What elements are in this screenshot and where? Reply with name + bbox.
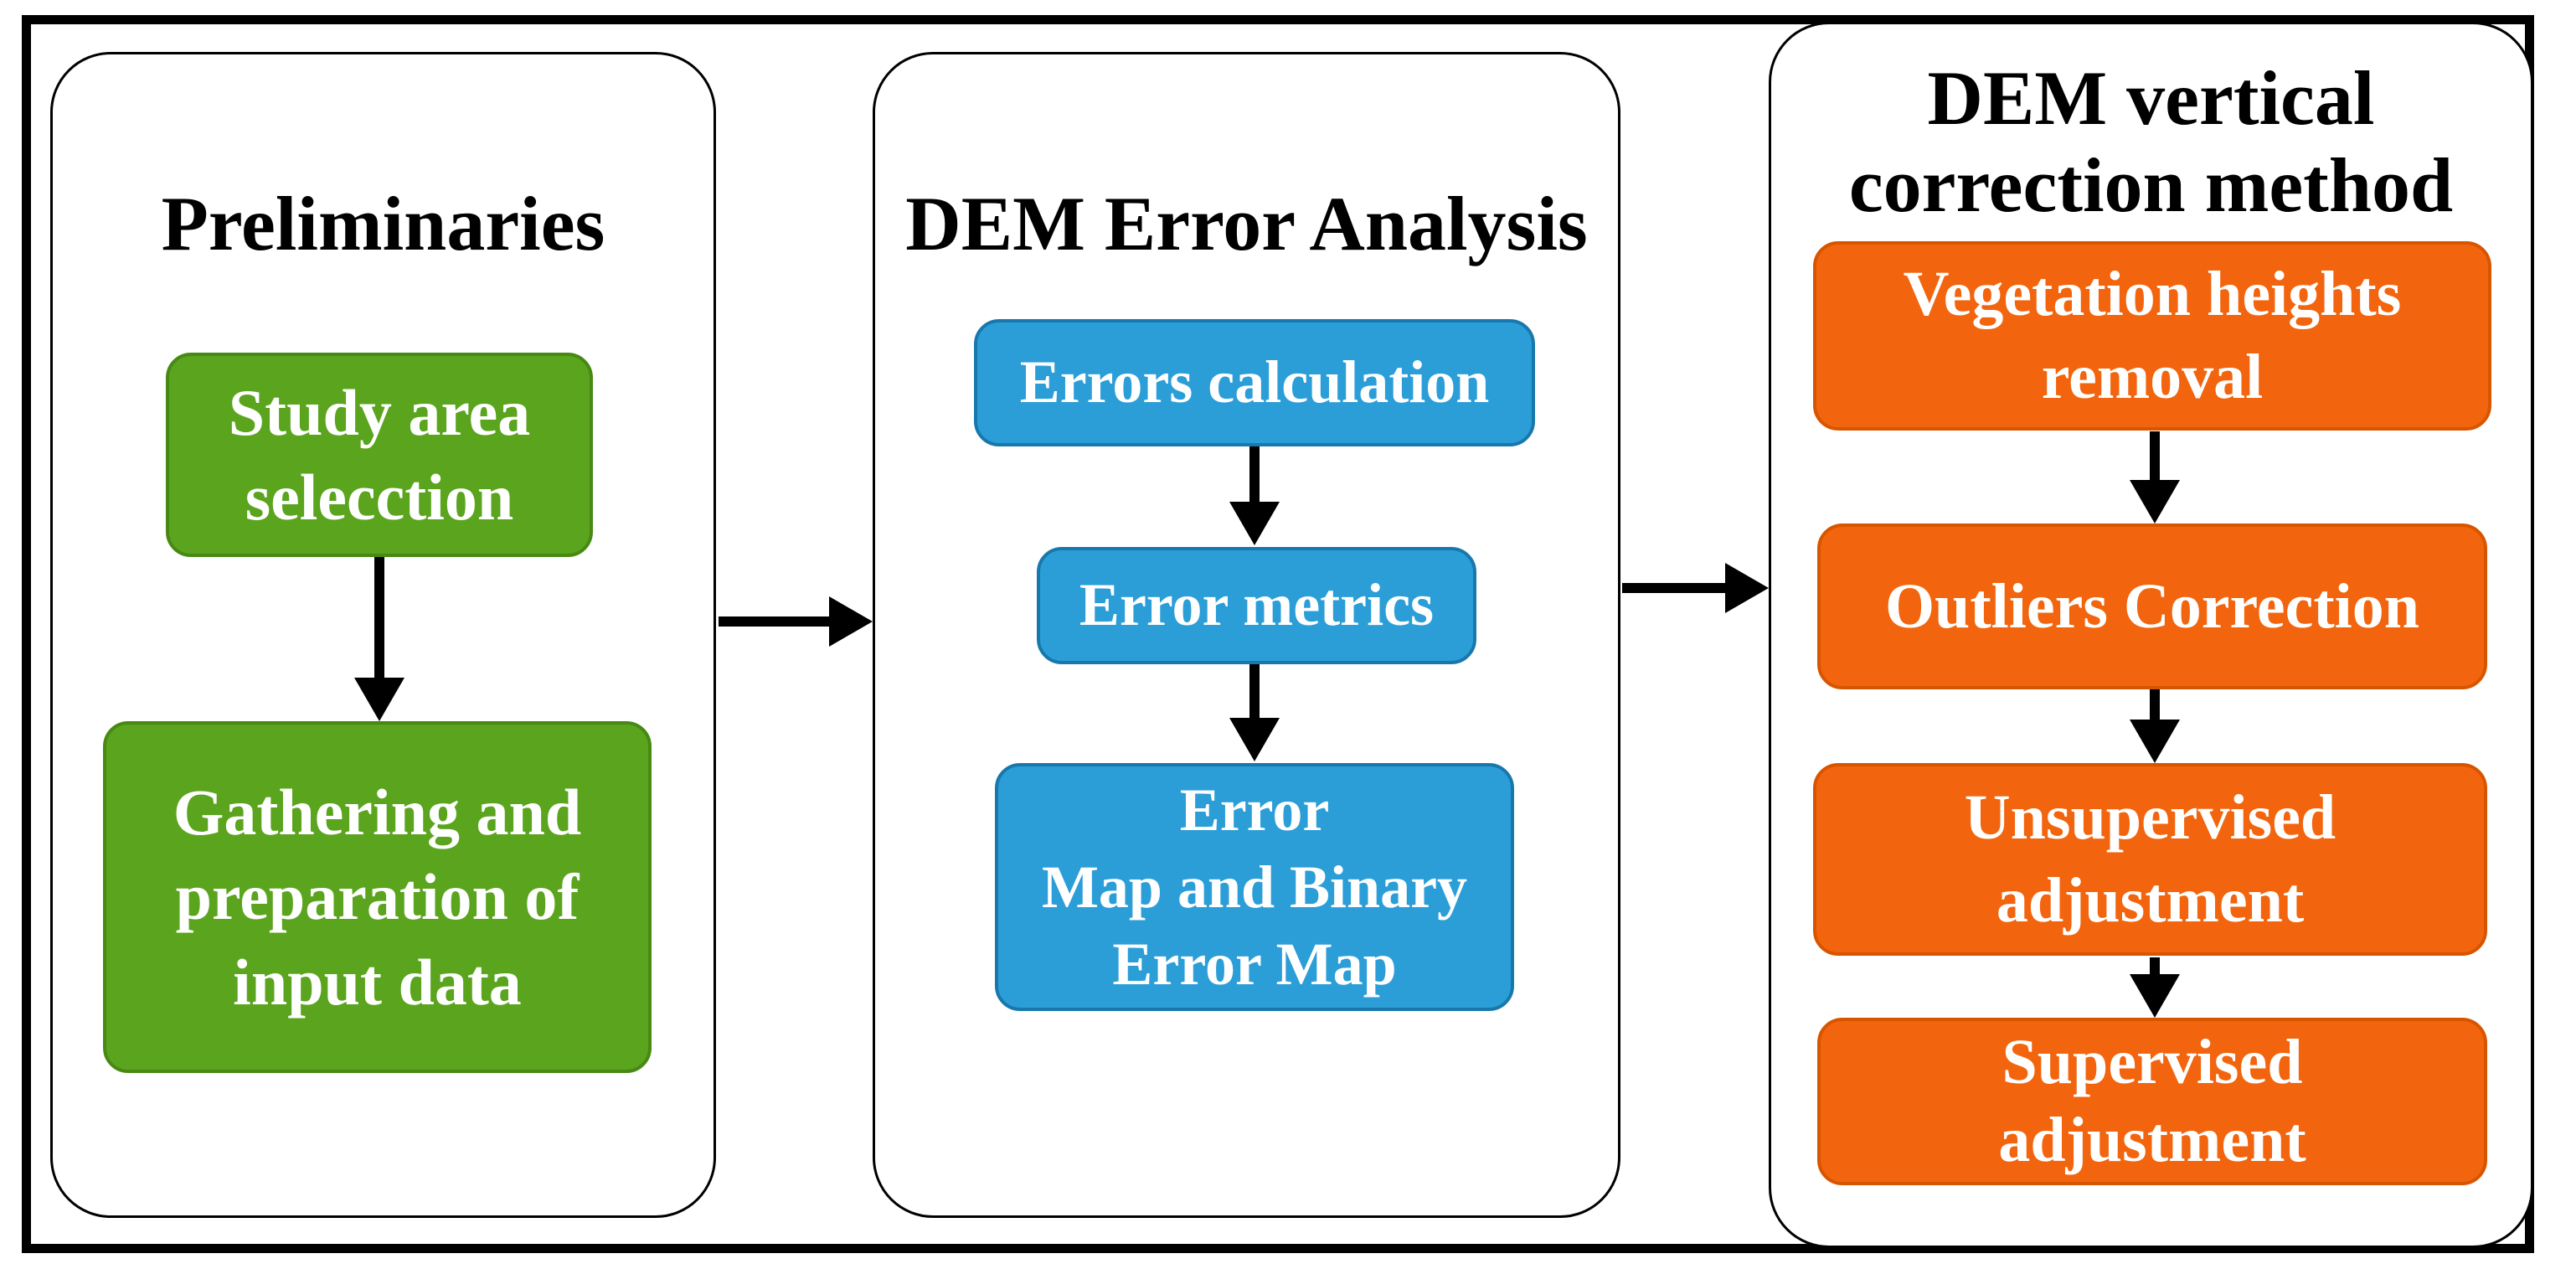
arrow-shaft: [1622, 583, 1728, 593]
step-unsupervised-adjustment: Unsupervised adjustment: [1813, 763, 2487, 956]
arrow-right-icon: [1622, 563, 1769, 613]
step-label-line: preparation of: [175, 860, 580, 934]
step-label-line: selecction: [245, 461, 514, 534]
step-label-line: Supervised: [2002, 1027, 2303, 1098]
arrow-head: [2130, 480, 2180, 524]
step-label-line: Study area: [228, 375, 531, 449]
step-error-metrics: Error metrics: [1037, 547, 1476, 664]
arrow-shaft: [719, 616, 832, 627]
step-vegetation-heights-removal: Vegetation heights removal: [1813, 241, 2491, 431]
step-label-line: removal: [2041, 342, 2264, 412]
step-outliers-correction: Outliers Correction: [1817, 524, 2487, 689]
arrow-shaft: [374, 557, 384, 681]
step-supervised-adjustment: Supervised adjustment: [1817, 1018, 2487, 1185]
step-gathering-preparation-input-data: Gathering and preparation of input data: [103, 721, 652, 1073]
arrow-down-icon: [1229, 446, 1280, 545]
arrow-head: [2130, 974, 2180, 1018]
step-label-line: Vegetation heights: [1903, 259, 2402, 330]
arrow-head: [354, 678, 404, 721]
arrow-shaft: [2150, 431, 2160, 483]
column-preliminaries: Preliminaries Study area selecction Gath…: [50, 52, 716, 1218]
step-label-line: Errors calculation: [1019, 348, 1490, 416]
step-label-line: Error metrics: [1079, 571, 1435, 639]
arrow-down-icon: [2130, 957, 2180, 1018]
arrow-right-icon: [719, 596, 873, 647]
arrow-head: [2130, 720, 2180, 763]
column-title-line: correction method: [1848, 142, 2454, 228]
arrow-head: [1725, 563, 1769, 613]
step-label-line: adjustment: [1998, 1105, 2306, 1175]
step-label-line: adjustment: [1996, 865, 2305, 936]
column-title-line: DEM vertical: [1927, 55, 2375, 141]
step-label-line: input data: [233, 945, 522, 1019]
step-error-map-and-binary-error-map: Error Map and Binary Error Map: [995, 763, 1514, 1011]
arrow-down-icon: [2130, 689, 2180, 763]
step-label-line: Outliers Correction: [1884, 570, 2420, 642]
arrow-head: [1229, 718, 1280, 761]
arrow-head: [1229, 502, 1280, 545]
step-label-line: Error: [1179, 776, 1330, 843]
arrow-head: [829, 596, 873, 647]
arrow-down-icon: [1229, 664, 1280, 761]
arrow-shaft: [2150, 689, 2160, 723]
column-title: DEM vertical correction method: [1771, 54, 2531, 229]
column-title: Preliminaries: [161, 181, 605, 266]
step-study-area-selection: Study area selecction: [166, 353, 593, 557]
arrow-shaft: [1249, 664, 1260, 721]
column-title: DEM Error Analysis: [905, 181, 1588, 266]
step-label-line: Map and Binary: [1041, 853, 1468, 921]
arrow-down-icon: [354, 557, 404, 721]
step-label-line: Unsupervised: [1964, 782, 2336, 854]
column-dem-vertical-correction-method: DEM vertical correction method Vegetatio…: [1769, 22, 2533, 1248]
arrow-shaft: [1249, 446, 1260, 505]
step-label-line: Error Map: [1112, 931, 1397, 998]
column-dem-error-analysis: DEM Error Analysis Errors calculation Er…: [873, 52, 1620, 1218]
step-label-line: Gathering and: [173, 775, 582, 849]
step-errors-calculation: Errors calculation: [974, 319, 1535, 446]
arrow-shaft: [2150, 957, 2160, 978]
arrow-down-icon: [2130, 431, 2180, 524]
